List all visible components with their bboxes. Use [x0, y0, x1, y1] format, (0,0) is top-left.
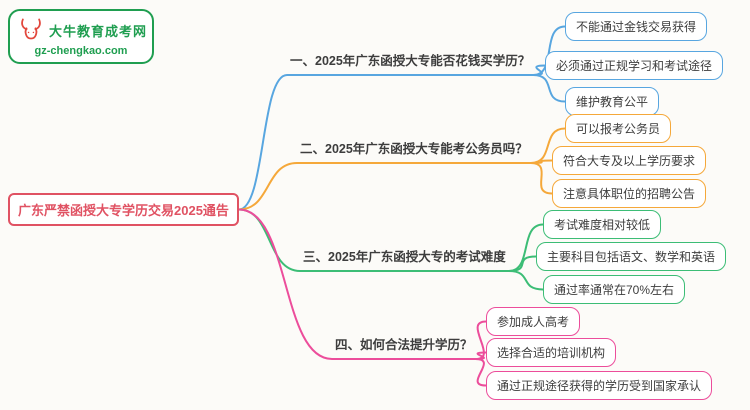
leaf-node: 考试难度相对较低: [543, 210, 662, 239]
root-node: 广东严禁函授大专学历交易2025通告: [8, 193, 239, 226]
leaf-node: 符合大专及以上学历要求: [552, 146, 707, 175]
leaf-node: 通过率通常在70%左右: [543, 275, 686, 304]
branch-node-4: 四、如何合法提升学历？: [332, 334, 476, 360]
site-logo: 大牛教育成考网 gz-chengkao.com: [8, 9, 154, 64]
bull-icon: [18, 17, 44, 43]
branch-node-2: 二、2025年广东函授大专能考公务员吗？: [297, 138, 531, 164]
leaf-node: 通过正规途径获得的学历受到国家承认: [486, 371, 713, 400]
leaf-node: 维护教育公平: [565, 87, 660, 116]
leaf-node: 注意具体职位的招聘公告: [552, 179, 707, 208]
logo-title: 大牛教育成考网: [49, 23, 148, 39]
leaf-node: 可以报考公务员: [565, 114, 672, 143]
leaf-node: 必须通过正规学习和考试途径: [545, 51, 724, 80]
leaf-node: 主要科目包括语文、数学和英语: [536, 242, 727, 271]
leaf-node: 选择合适的培训机构: [486, 338, 617, 367]
leaf-node: 参加成人高考: [486, 307, 581, 336]
logo-url: gz-chengkao.com: [34, 45, 128, 57]
leaf-node: 不能通过金钱交易获得: [565, 12, 708, 41]
branch-node-1: 一、2025年广东函授大专能否花钱买学历？: [287, 50, 534, 76]
branch-node-3: 三、2025年广东函授大专的考试难度: [300, 246, 509, 272]
